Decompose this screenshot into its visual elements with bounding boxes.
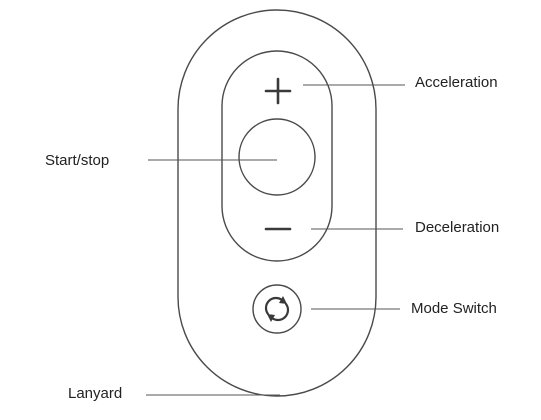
cycle-arrows-icon [264, 296, 290, 322]
label-start-stop: Start/stop [45, 152, 109, 169]
plus-icon[interactable] [264, 77, 292, 105]
label-acceleration: Acceleration [415, 74, 498, 91]
label-lanyard: Lanyard [68, 385, 122, 402]
mode-switch-button[interactable] [252, 284, 302, 334]
label-deceleration: Deceleration [415, 219, 499, 236]
label-mode-switch: Mode Switch [411, 300, 497, 317]
button-panel [221, 50, 333, 262]
remote-body [177, 9, 377, 397]
start-stop-button[interactable] [238, 118, 316, 196]
